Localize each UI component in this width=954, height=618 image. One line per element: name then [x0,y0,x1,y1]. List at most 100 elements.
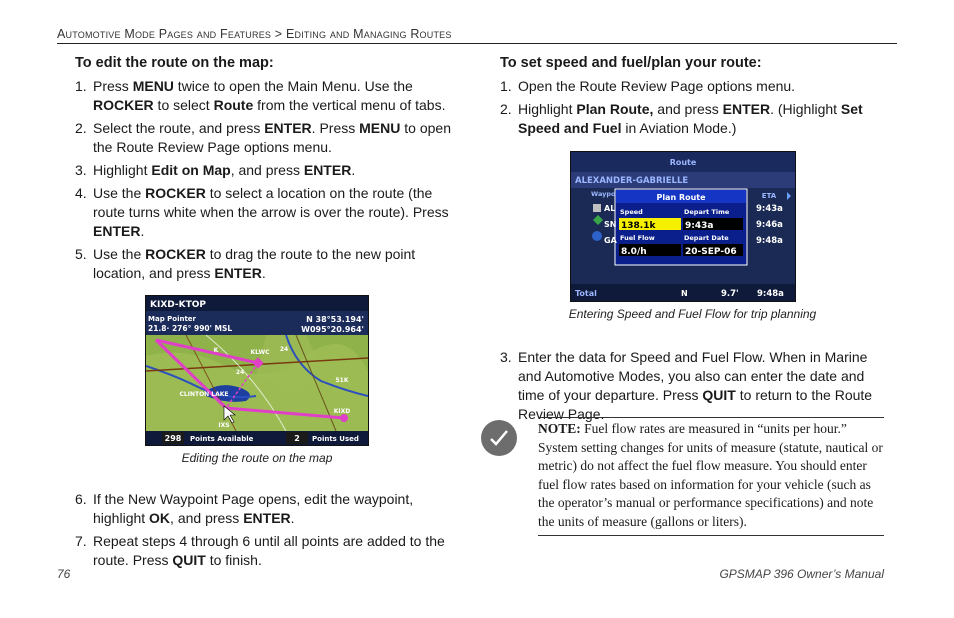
eta-value: 9:48a [756,236,783,246]
step-number: 2. [75,120,87,136]
header-divider [57,43,897,44]
step-item: 3. Enter the data for Speed and Fuel Flow… [500,348,885,424]
manual-title: GPSMAP 396 Owner’s Manual [719,567,884,581]
route-caption: Entering Speed and Fuel Flow for trip pl… [568,307,817,321]
step-text: . [140,223,145,239]
step-text: to return to the Route Review Page. [518,387,873,422]
waypoint-row-stub: SN [604,220,616,229]
map-caption: Editing the route on the map [181,451,333,465]
step-number: 5. [75,246,87,262]
step-item: 1.Press MENU twice to open the Main Menu… [75,77,460,115]
step-text: Highlight [518,101,577,117]
points-used-label: Points Used [312,435,359,443]
step-keyword: Route [213,97,254,113]
map-longitude: W095°20.964' [301,325,364,334]
step-text: and press [653,101,723,117]
step-text: Open the Route Review Page options menu. [518,78,796,94]
map-label: CLINTON LAKE [180,391,229,398]
step-text: Repeat steps 4 through 6 until all point… [93,533,445,568]
map-title: KIXD-KTOP [150,300,206,310]
eta-value: 9:46a [756,220,783,230]
step-keyword: ROCKER [93,97,154,113]
step-number: 2. [500,101,512,117]
step-keyword: ROCKER [145,185,206,201]
step-text: in Aviation Mode.) [621,120,737,136]
step-number: 1. [75,78,87,94]
step-keyword: ENTER [93,223,141,239]
step-keyword: ENTER [264,120,312,136]
page-number: 76 [57,567,71,581]
waypoint-row-stub: GA [604,236,618,245]
step-keyword: ROCKER [145,246,206,262]
step-keyword: QUIT [172,552,206,568]
depart-time-value: 9:43a [685,221,713,231]
plan-route-heading: To set speed and fuel/plan your route: [500,55,762,71]
right-column: To set speed and fuel/plan your route: 1… [500,54,885,428]
step-item: 2.Select the route, and press ENTER. Pre… [75,119,460,157]
step-text: , and press [170,510,244,526]
step-text: Use the [93,185,146,201]
fuel-flow-value: 8.0/h [621,247,647,257]
total-eta: 9:48a [757,289,784,299]
map-label: 24 [280,346,288,353]
note-text: Fuel flow rates are measured in “units p… [538,421,883,529]
step-number: 3. [500,349,512,365]
step-keyword: Plan Route, [576,101,654,117]
map-label: K [214,347,219,354]
step-keyword: ENTER [243,510,291,526]
step-text: to open the Route Review Page options me… [93,120,451,155]
depart-date-value: 20-SEP-06 [685,247,737,257]
map-label: 51K [336,377,349,384]
step-text: from the vertical menu of tabs. [253,97,446,113]
step-keyword: ENTER [722,101,771,117]
step-keyword: OK [149,510,171,526]
total-direction: N [681,289,688,298]
waypoint-column-header: Waypo [591,190,616,198]
route-tab-title: Route [670,158,697,167]
step-text: to select [153,97,214,113]
fuel-flow-label: Fuel Flow [620,234,655,242]
step-keyword: ENTER [303,162,352,178]
step-item: 5.Use the ROCKER to drag the route to th… [75,245,460,283]
map-label: KIXD [334,408,351,415]
plan-route-steps-a: 1.Open the Route Review Page options men… [500,77,885,138]
points-used-count: 2 [294,434,300,443]
step-number: 3. [75,162,87,178]
depart-date-label: Depart Date [684,234,729,242]
note-icon [481,420,517,456]
map-pointer-values: 21.8· 276° 990' MSL [148,324,232,333]
plan-route-title: Plan Route [656,193,706,202]
speed-value: 138.1k [621,221,656,231]
eta-value: 9:43a [756,204,783,214]
step-item: 1.Open the Route Review Page options men… [500,77,885,96]
map-pointer-label: Map Pointer [148,315,197,323]
step-text: Enter the data for Speed and Fuel Flow. … [518,349,868,403]
map-label: KLWC [250,349,270,356]
total-label: Total [575,289,597,298]
step-keyword: MENU [132,78,174,94]
edit-route-steps-a: 1.Press MENU twice to open the Main Menu… [75,77,460,283]
step-text: . Press [311,120,360,136]
depart-time-label: Depart Time [684,208,730,216]
step-item: 2.Highlight Plan Route, and press ENTER.… [500,100,885,138]
step-text: Highlight [93,162,152,178]
eta-header: ETA [762,192,777,200]
step-text: to finish. [205,552,262,568]
step-keyword: Set Speed and Fuel [518,101,863,136]
route-name: ALEXANDER-GABRIELLE [575,176,688,186]
edit-route-heading: To edit the route on the map: [75,55,274,71]
map-label: IXS [218,422,229,429]
map-label: 24 [236,369,244,376]
step-text: If the New Waypoint Page opens, edit the… [93,491,414,526]
points-available-label: Points Available [190,435,254,443]
breadcrumb: Automotive Mode Pages and Features > Edi… [57,27,452,41]
step-text: Press [93,78,133,94]
points-available-count: 298 [165,434,182,443]
step-text: . [290,510,295,526]
edit-route-steps-b: 6.If the New Waypoint Page opens, edit t… [75,490,460,570]
